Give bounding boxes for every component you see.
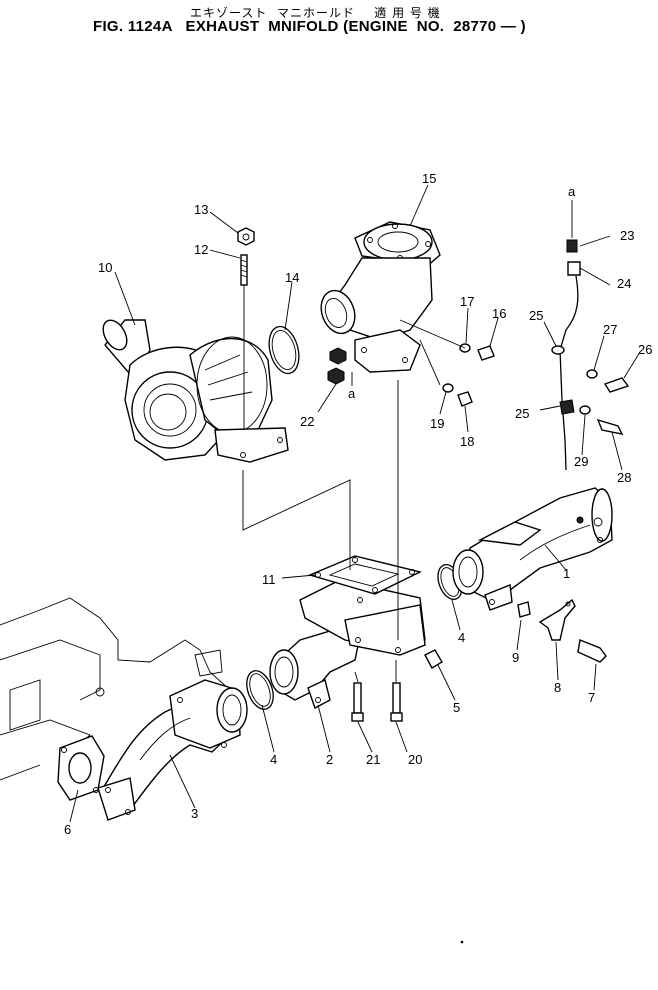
callout-leaders xyxy=(69,184,641,823)
callout-16: 16 xyxy=(492,306,506,321)
callout-12: 12 xyxy=(194,242,208,257)
callout-11: 11 xyxy=(262,572,276,587)
callout-3: 3 xyxy=(191,806,198,821)
part-13-nut xyxy=(237,227,255,246)
callout-10: 10 xyxy=(98,260,112,275)
callout-15: 15 xyxy=(422,171,436,186)
callout-27: 27 xyxy=(603,322,617,337)
part-18-plug xyxy=(457,391,473,407)
part-10-turbocharger xyxy=(102,319,289,463)
part-20-bolt xyxy=(390,682,403,722)
callout-25-lower: 25 xyxy=(515,406,529,421)
callout-4-left: 4 xyxy=(270,752,277,767)
callout-22: 22 xyxy=(300,414,314,429)
figure-title: FIG. 1124A EXHAUST MNIFOLD (ENGINE NO. 2… xyxy=(93,18,526,35)
part-25-clamp-lower xyxy=(559,399,575,415)
callout-24: 24 xyxy=(617,276,631,291)
callout-6: 6 xyxy=(64,822,71,837)
part-21-bolt xyxy=(351,682,364,722)
part-29-washer xyxy=(579,405,591,415)
leader-19 xyxy=(419,339,441,386)
part-28-bolt xyxy=(596,418,624,435)
part-25-clamp-upper xyxy=(551,345,565,355)
callout-5: 5 xyxy=(453,700,460,715)
callout-23: 23 xyxy=(620,228,634,243)
part-2-center-manifold xyxy=(269,579,426,710)
part-24-oil-tube xyxy=(559,261,581,471)
part-1-rear-manifold xyxy=(452,487,613,611)
part-3-manifold-pipe xyxy=(97,679,248,821)
callout-28: 28 xyxy=(617,470,631,485)
callout-20: 20 xyxy=(408,752,422,767)
part-15-elbow xyxy=(320,221,441,373)
callout-25-upper: 25 xyxy=(529,308,543,323)
part-7-bolt xyxy=(577,639,607,663)
callout-labels: 1 2 3 4 4 5 6 7 8 9 10 11 12 13 14 15 16… xyxy=(64,171,652,837)
callout-2: 2 xyxy=(326,752,333,767)
callout-21: 21 xyxy=(366,752,380,767)
callout-1: 1 xyxy=(563,566,570,581)
part-5-plug xyxy=(424,649,443,669)
callout-8: 8 xyxy=(554,680,561,695)
part-22-nuts xyxy=(327,347,347,385)
part-12-stud xyxy=(240,254,248,286)
part-14-clamp-ring xyxy=(268,325,300,375)
part-9-spacer xyxy=(517,601,531,618)
callout-29: 29 xyxy=(574,454,588,469)
part-4-clamp-ring-left xyxy=(246,670,274,710)
speck xyxy=(460,940,464,944)
callout-a-elbow: a xyxy=(348,386,356,401)
callout-26: 26 xyxy=(638,342,652,357)
part-23-fitting xyxy=(566,239,578,253)
leader-17 xyxy=(399,319,466,349)
callout-7: 7 xyxy=(588,690,595,705)
callout-19: 19 xyxy=(430,416,444,431)
callout-17: 17 xyxy=(460,294,474,309)
callout-a-top: a xyxy=(568,184,576,199)
callout-14: 14 xyxy=(285,270,299,285)
callout-4-right: 4 xyxy=(458,630,465,645)
assembly-guide-lines xyxy=(242,380,399,683)
part-27-washer xyxy=(586,369,598,379)
callout-9: 9 xyxy=(512,650,519,665)
japanese-subtitle: エキゾースト マニホールド 適 用 号 機 xyxy=(190,6,441,20)
part-6-gasket xyxy=(57,735,105,801)
part-26-bolt xyxy=(603,377,630,393)
callout-18: 18 xyxy=(460,434,474,449)
part-8-bracket xyxy=(538,598,576,641)
callout-13: 13 xyxy=(194,202,208,217)
engine-block xyxy=(0,597,231,781)
part-19-washer xyxy=(442,383,454,393)
part-16-plug xyxy=(477,345,495,361)
